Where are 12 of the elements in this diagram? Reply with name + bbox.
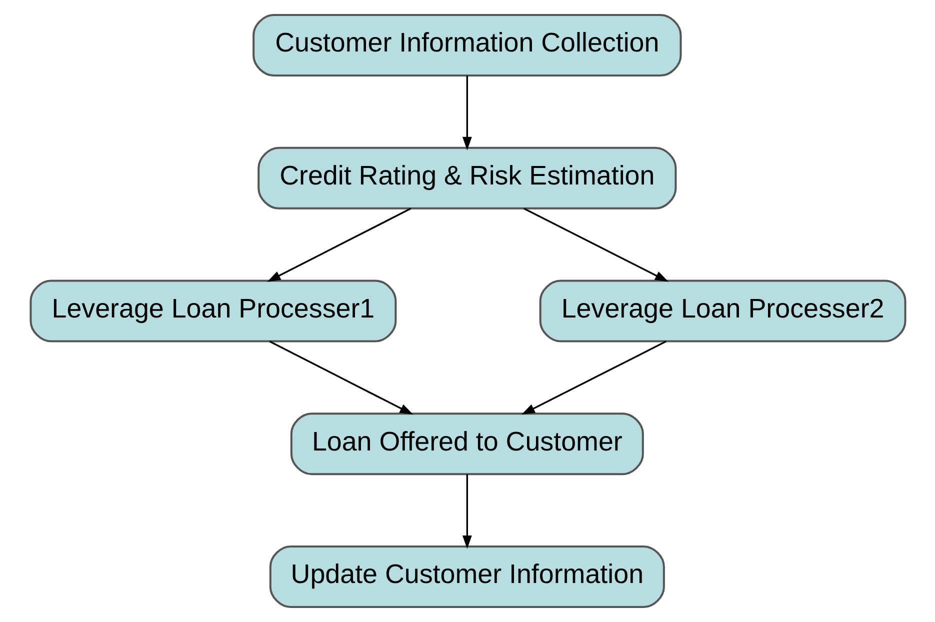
arrow — [462, 474, 472, 549]
arrow — [268, 340, 413, 415]
node-box: Leverage Loan Processer2 — [538, 280, 906, 342]
node-box: Credit Rating & Risk Estimation — [257, 146, 676, 210]
arrow — [266, 208, 411, 282]
node-box: Customer Information Collection — [252, 14, 682, 77]
node-box: Loan Offered to Customer — [290, 412, 644, 476]
arrow — [523, 208, 668, 282]
node-box: Update Customer Information — [268, 545, 664, 608]
arrow — [520, 340, 666, 415]
arrow — [462, 76, 472, 150]
node-box: Leverage Loan Processer1 — [29, 280, 396, 342]
